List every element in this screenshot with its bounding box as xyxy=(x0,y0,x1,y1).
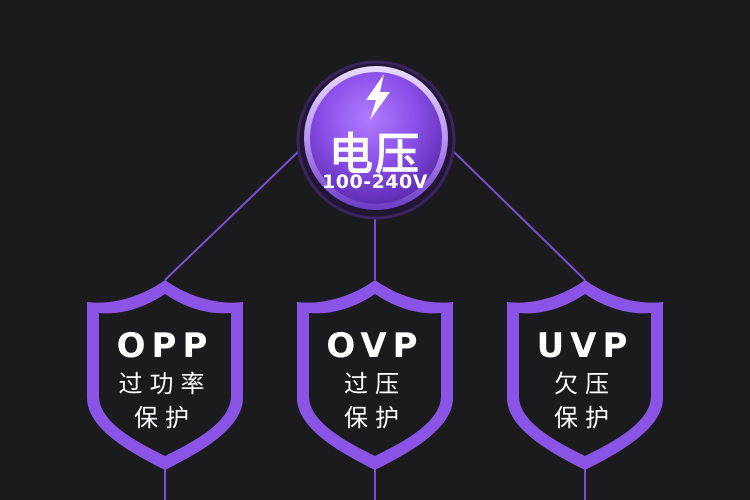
opp-label: OPP xyxy=(116,326,214,366)
shield-uvp xyxy=(507,280,663,470)
shield-ovp xyxy=(297,280,453,470)
uvp-label: UVP xyxy=(536,326,634,366)
ovp-description: 过压 保护 xyxy=(305,367,445,435)
hub-voltage-range: 100-240V xyxy=(322,171,428,193)
hub-title: 电压 xyxy=(329,129,421,180)
voltage-hub xyxy=(296,60,456,220)
connector-right xyxy=(451,149,586,281)
opp-description-line1: 过功率 xyxy=(118,370,212,398)
shield-opp xyxy=(87,280,243,470)
lightning-bolt-icon xyxy=(366,74,390,120)
uvp-description-line2: 保护 xyxy=(554,404,616,432)
ovp-label: OVP xyxy=(326,326,424,366)
uvp-description: 欠压 保护 xyxy=(515,367,655,435)
ovp-description-line1: 过压 xyxy=(344,370,406,398)
opp-description-line2: 保护 xyxy=(134,404,196,432)
connector-lines xyxy=(164,149,586,500)
opp-description: 过功率 保护 xyxy=(95,367,235,435)
uvp-description-line1: 欠压 xyxy=(554,370,616,398)
connector-left xyxy=(164,149,301,281)
ovp-description-line2: 保护 xyxy=(344,404,406,432)
